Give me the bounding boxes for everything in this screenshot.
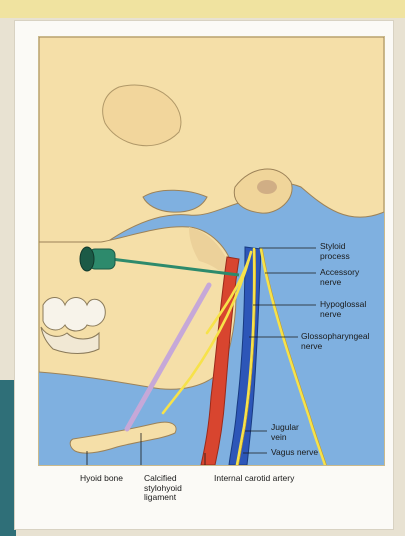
- label-vagus-nerve: Vagus nerve: [271, 448, 318, 458]
- label-jugular-vein: Jugular vein: [271, 423, 299, 442]
- teeth: [43, 298, 105, 332]
- label-glossopharyngeal-nerve: Glossopharyngeal nerve: [301, 332, 370, 351]
- anatomy-illustration: Styloid process Accessory nerve Hypoglos…: [38, 36, 385, 466]
- label-styloid-process: Styloid process: [320, 242, 350, 261]
- label-hypoglossal-nerve: Hypoglossal nerve: [320, 300, 366, 319]
- needle-cap: [80, 247, 94, 271]
- label-calcified-stylohyoid-ligament: Calcified stylohyoid ligament: [144, 474, 182, 503]
- label-internal-carotid-artery: Internal carotid artery: [214, 474, 294, 484]
- label-hyoid-bone: Hyoid bone: [80, 474, 123, 484]
- label-accessory-nerve: Accessory nerve: [320, 268, 359, 287]
- background-band-top: [0, 0, 405, 18]
- mastoid-shadow: [257, 180, 277, 194]
